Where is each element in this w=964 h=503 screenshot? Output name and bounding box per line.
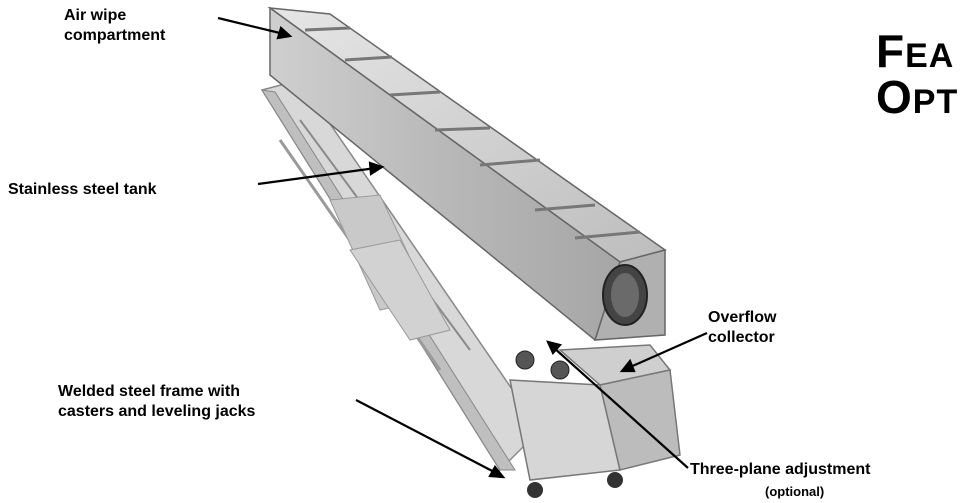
overflow-collector <box>509 344 681 498</box>
callout-three-plane-line-2: (optional) <box>765 484 825 499</box>
callout-stainless-tank: Stainless steel tank <box>8 181 157 198</box>
callout-overflow-line-2: collector <box>708 329 775 346</box>
callout-frame-line-2: casters and leveling jacks <box>58 403 256 420</box>
heading-line-2: OPT <box>876 70 958 124</box>
heading-line-1-rest: EA <box>905 37 955 75</box>
heading-line-2-initial: O <box>876 71 913 123</box>
callout-arrows <box>217 16 708 479</box>
heading-line-1-initial: F <box>876 25 906 77</box>
heading-line-1: FEA <box>876 24 954 78</box>
heading-line-2-rest: PT <box>912 83 959 121</box>
callout-frame-line-1: Welded steel frame with <box>58 383 240 400</box>
callout-three-plane-line-1: Three-plane adjustment <box>690 461 871 478</box>
callout-air-wipe-line-2: compartment <box>64 27 166 44</box>
stainless-steel-tank <box>267 6 667 342</box>
callout-air-wipe-line-1: Air wipe <box>64 7 127 24</box>
steel-frame <box>260 79 541 472</box>
callout-overflow-line-1: Overflow <box>708 309 777 326</box>
